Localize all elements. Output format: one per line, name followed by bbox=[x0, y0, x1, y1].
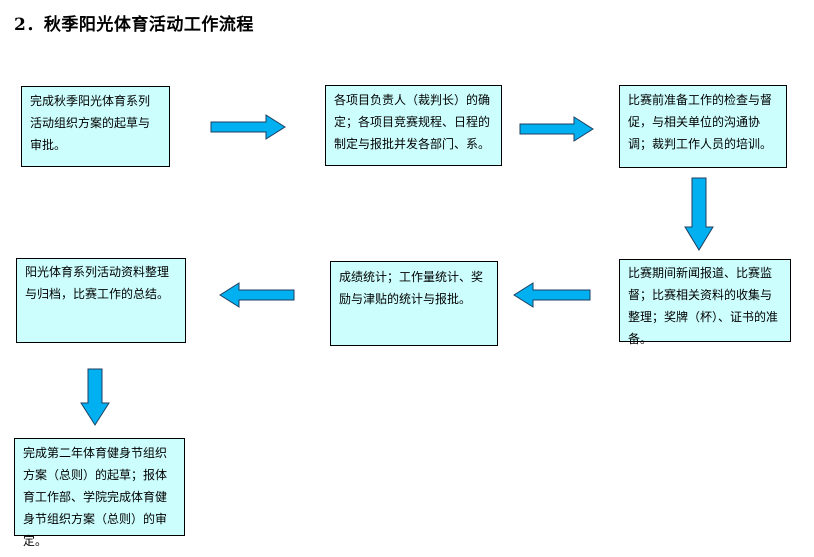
step-box-1: 完成秋季阳光体育系列活动组织方案的起草与审批。 bbox=[21, 86, 170, 167]
step-box-5: 成绩统计；工作量统计、奖励与津贴的统计与报批。 bbox=[330, 261, 498, 346]
down-arrow-icon bbox=[684, 177, 714, 251]
step-box-7: 完成第二年体育健身节组织方案（总则）的起草；报体育工作部、学院完成体育健身节组织… bbox=[14, 438, 185, 548]
step-text-5: 成绩统计；工作量统计、奖励与津贴的统计与报批。 bbox=[339, 270, 484, 306]
step-text-3: 比赛前准备工作的检查与督促，与相关单位的沟通协调；裁判工作人员的培训。 bbox=[628, 93, 773, 151]
step-text-2: 各项目负责人（裁判长）的确定；各项目竞赛规程、日程的制定与报批并发各部门、系。 bbox=[334, 93, 491, 151]
page-title: 2．秋季阳光体育活动工作流程 bbox=[14, 15, 254, 35]
step-text-6: 阳光体育系列活动资料整理与归档，比赛工作的总结。 bbox=[25, 265, 170, 301]
right-arrow-icon bbox=[210, 114, 286, 140]
step-text-1: 完成秋季阳光体育系列活动组织方案的起草与审批。 bbox=[30, 94, 151, 152]
left-arrow-icon bbox=[513, 282, 591, 308]
step-box-2: 各项目负责人（裁判长）的确定；各项目竞赛规程、日程的制定与报批并发各部门、系。 bbox=[325, 85, 502, 166]
step-text-7: 完成第二年体育健身节组织方案（总则）的起草；报体育工作部、学院完成体育健身节组织… bbox=[23, 446, 168, 548]
down-arrow-icon bbox=[80, 368, 110, 426]
step-box-4: 比赛期间新闻报道、比赛监督；比赛相关资料的收集与整理；奖牌（杯）、证书的准备。 bbox=[619, 259, 791, 346]
step-box-3: 比赛前准备工作的检查与督促，与相关单位的沟通协调；裁判工作人员的培训。 bbox=[619, 85, 787, 168]
step-text-4: 比赛期间新闻报道、比赛监督；比赛相关资料的收集与整理；奖牌（杯）、证书的准备。 bbox=[628, 266, 779, 346]
right-arrow-icon bbox=[519, 116, 594, 142]
left-arrow-icon bbox=[219, 282, 295, 308]
step-box-6: 阳光体育系列活动资料整理与归档，比赛工作的总结。 bbox=[16, 258, 186, 343]
